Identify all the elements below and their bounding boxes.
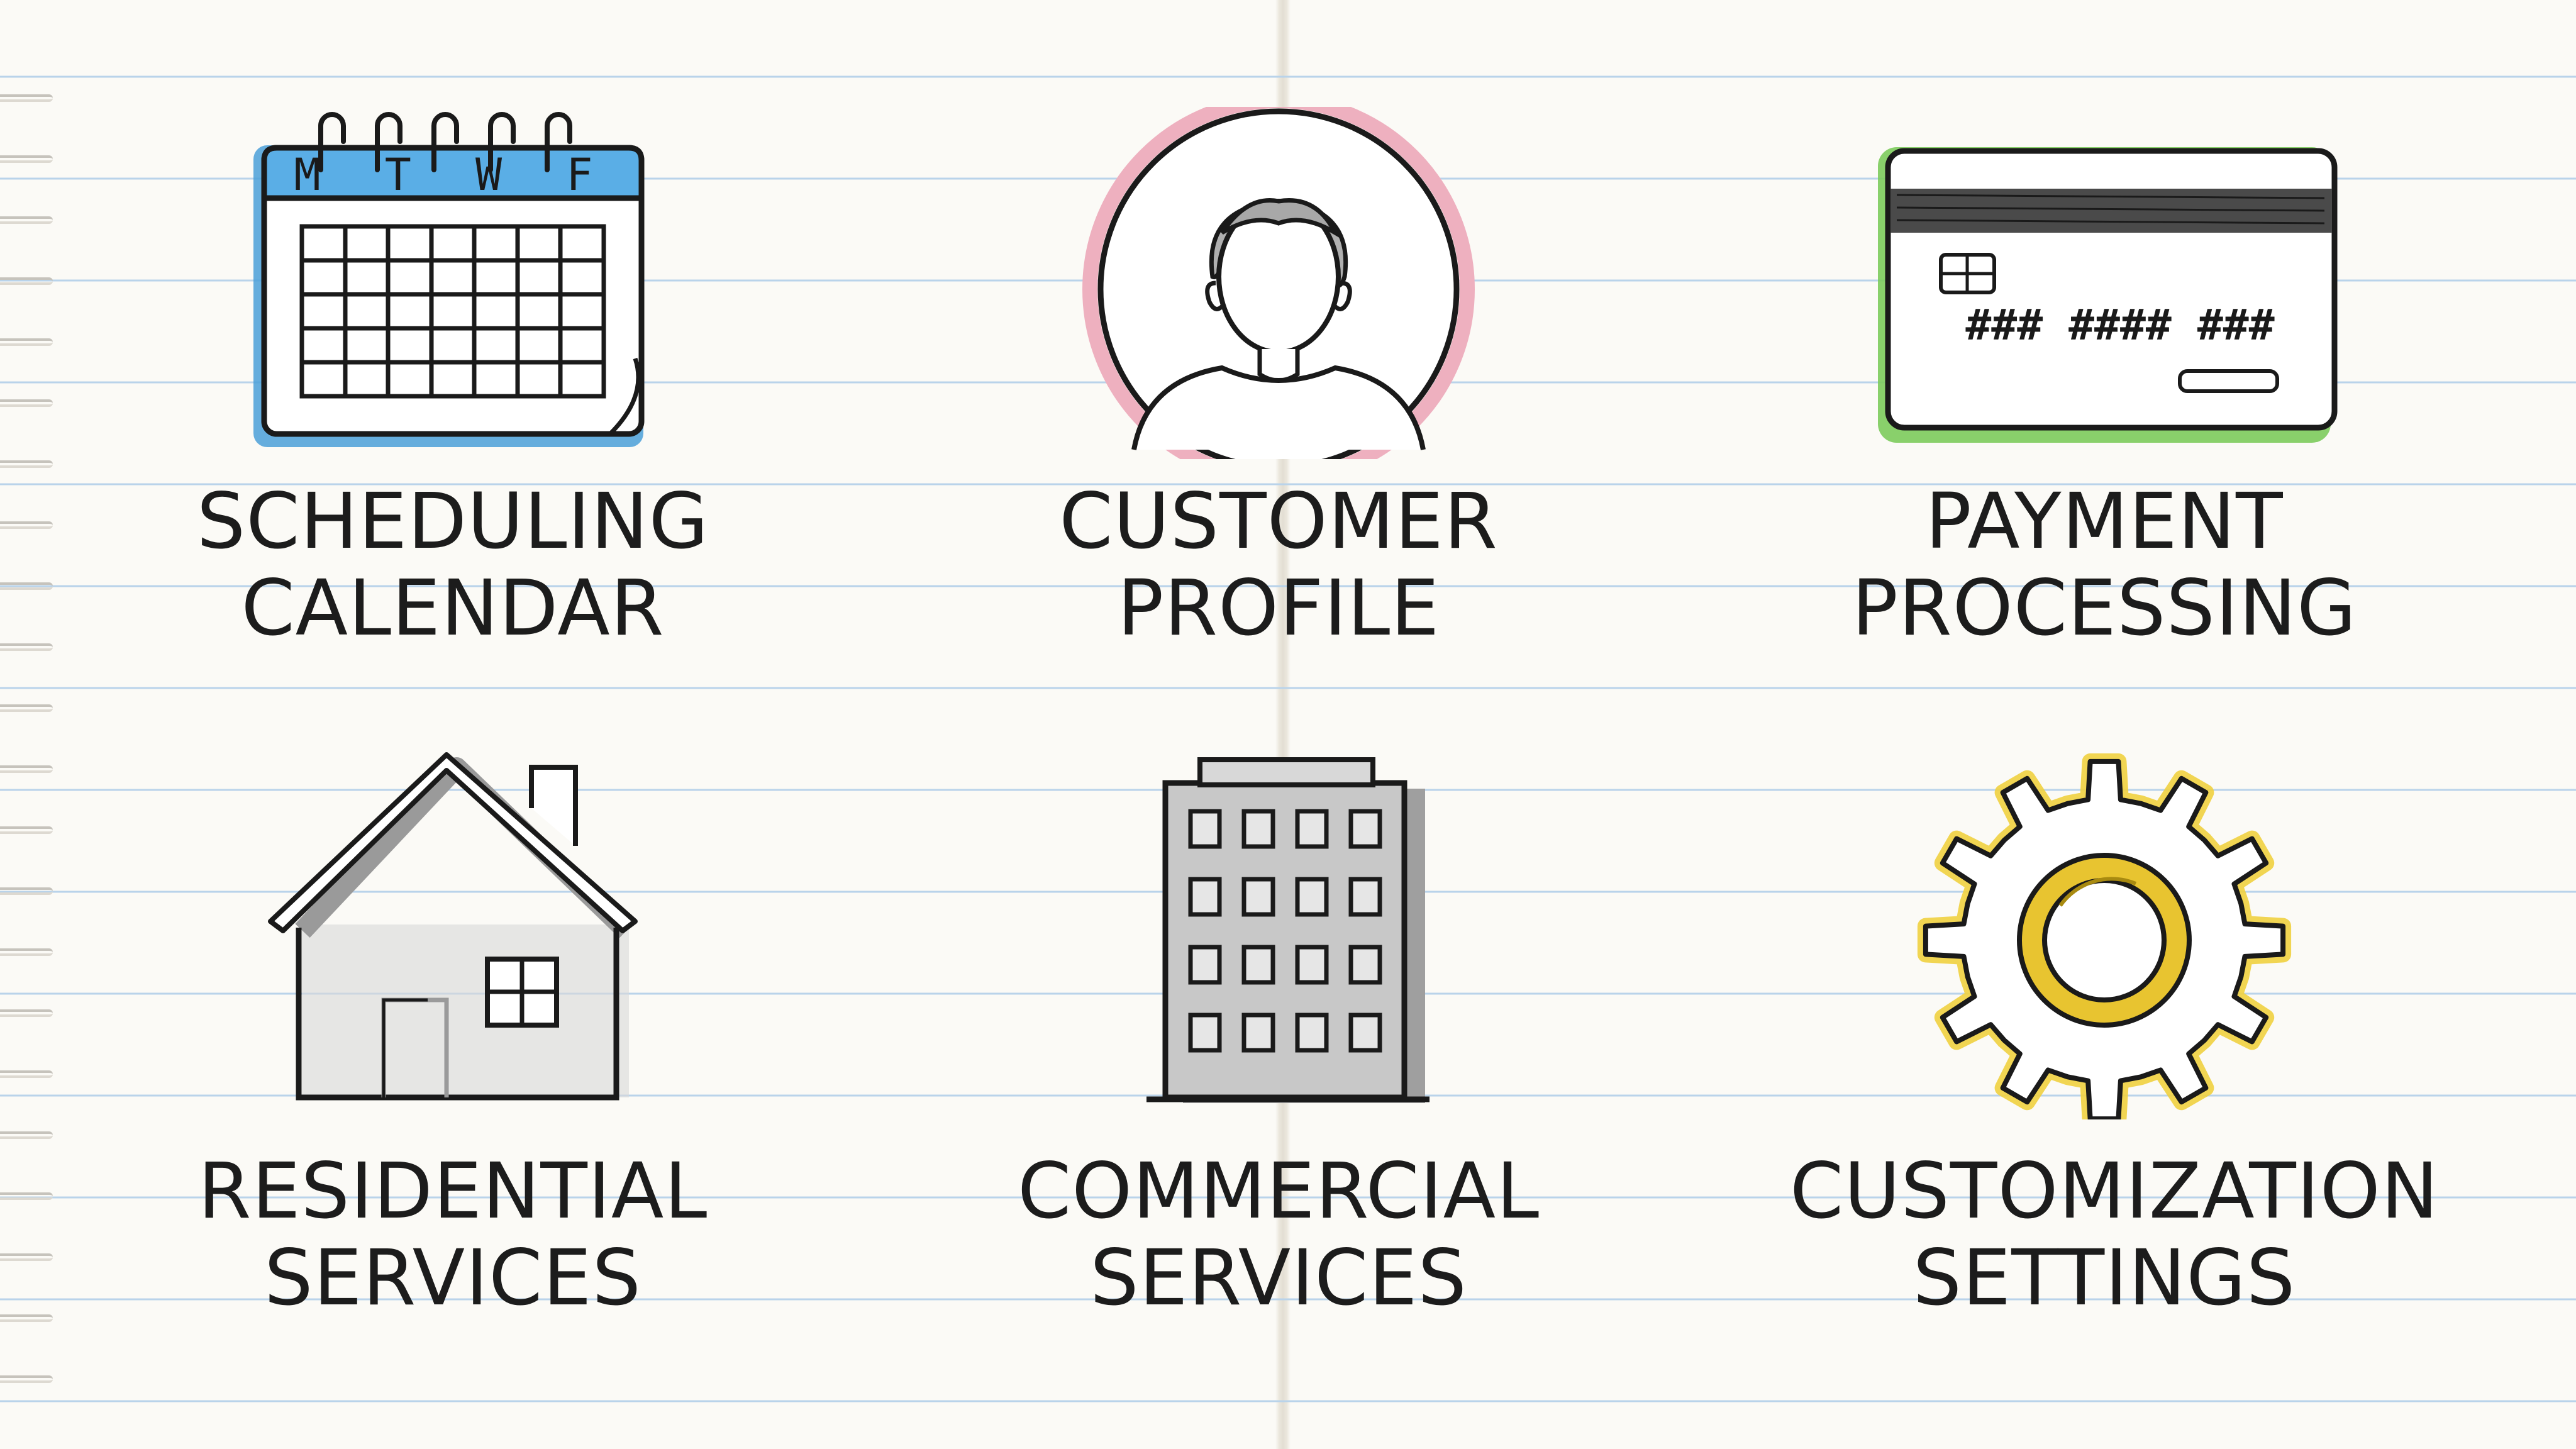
house-icon xyxy=(268,752,638,1101)
binding-hole xyxy=(0,1253,53,1261)
binding-hole xyxy=(0,826,53,834)
binding-hole xyxy=(0,704,53,712)
binding-hole xyxy=(0,1009,53,1017)
card-number: ### #### ### xyxy=(1965,301,2274,350)
building-window xyxy=(1241,877,1275,917)
binding-hole xyxy=(0,582,53,590)
building-window xyxy=(1295,877,1329,917)
binding-hole xyxy=(0,1070,53,1078)
binding-hole xyxy=(0,887,53,895)
building-window xyxy=(1348,809,1382,849)
building-window xyxy=(1348,945,1382,985)
binding-hole xyxy=(0,155,53,163)
building-window xyxy=(1295,945,1329,985)
binding-hole xyxy=(0,1314,53,1322)
user-profile-icon xyxy=(1082,107,1475,459)
calendar-icon: M T W F xyxy=(253,112,645,447)
credit-card-icon: ### #### ### xyxy=(1878,147,2338,443)
binding-hole xyxy=(0,338,53,346)
binding-hole xyxy=(0,765,53,773)
binding-hole xyxy=(0,277,53,285)
binding-hole xyxy=(0,1131,53,1139)
building-window xyxy=(1348,1013,1382,1053)
calendar-day-letters: M T W F xyxy=(294,149,611,201)
office-building-icon xyxy=(1146,757,1430,1103)
building-window xyxy=(1295,1013,1329,1053)
binding-hole xyxy=(0,216,53,224)
binding-hole xyxy=(0,1192,53,1200)
binding-hole xyxy=(0,521,53,529)
binding-hole xyxy=(0,460,53,468)
binding-hole xyxy=(0,1375,53,1383)
building-window xyxy=(1188,877,1222,917)
binding-hole xyxy=(0,643,53,651)
building-window xyxy=(1188,945,1222,985)
building-window xyxy=(1188,809,1222,849)
building-window xyxy=(1241,945,1275,985)
gear-icon xyxy=(1917,753,2292,1119)
binding-hole xyxy=(0,94,53,102)
building-window xyxy=(1188,1013,1222,1053)
building-window xyxy=(1295,809,1329,849)
building-window xyxy=(1241,1013,1275,1053)
binding-hole xyxy=(0,399,53,407)
notebook-binding-holes xyxy=(0,0,57,1449)
building-window xyxy=(1348,877,1382,917)
binding-hole xyxy=(0,948,53,956)
building-window xyxy=(1241,809,1275,849)
